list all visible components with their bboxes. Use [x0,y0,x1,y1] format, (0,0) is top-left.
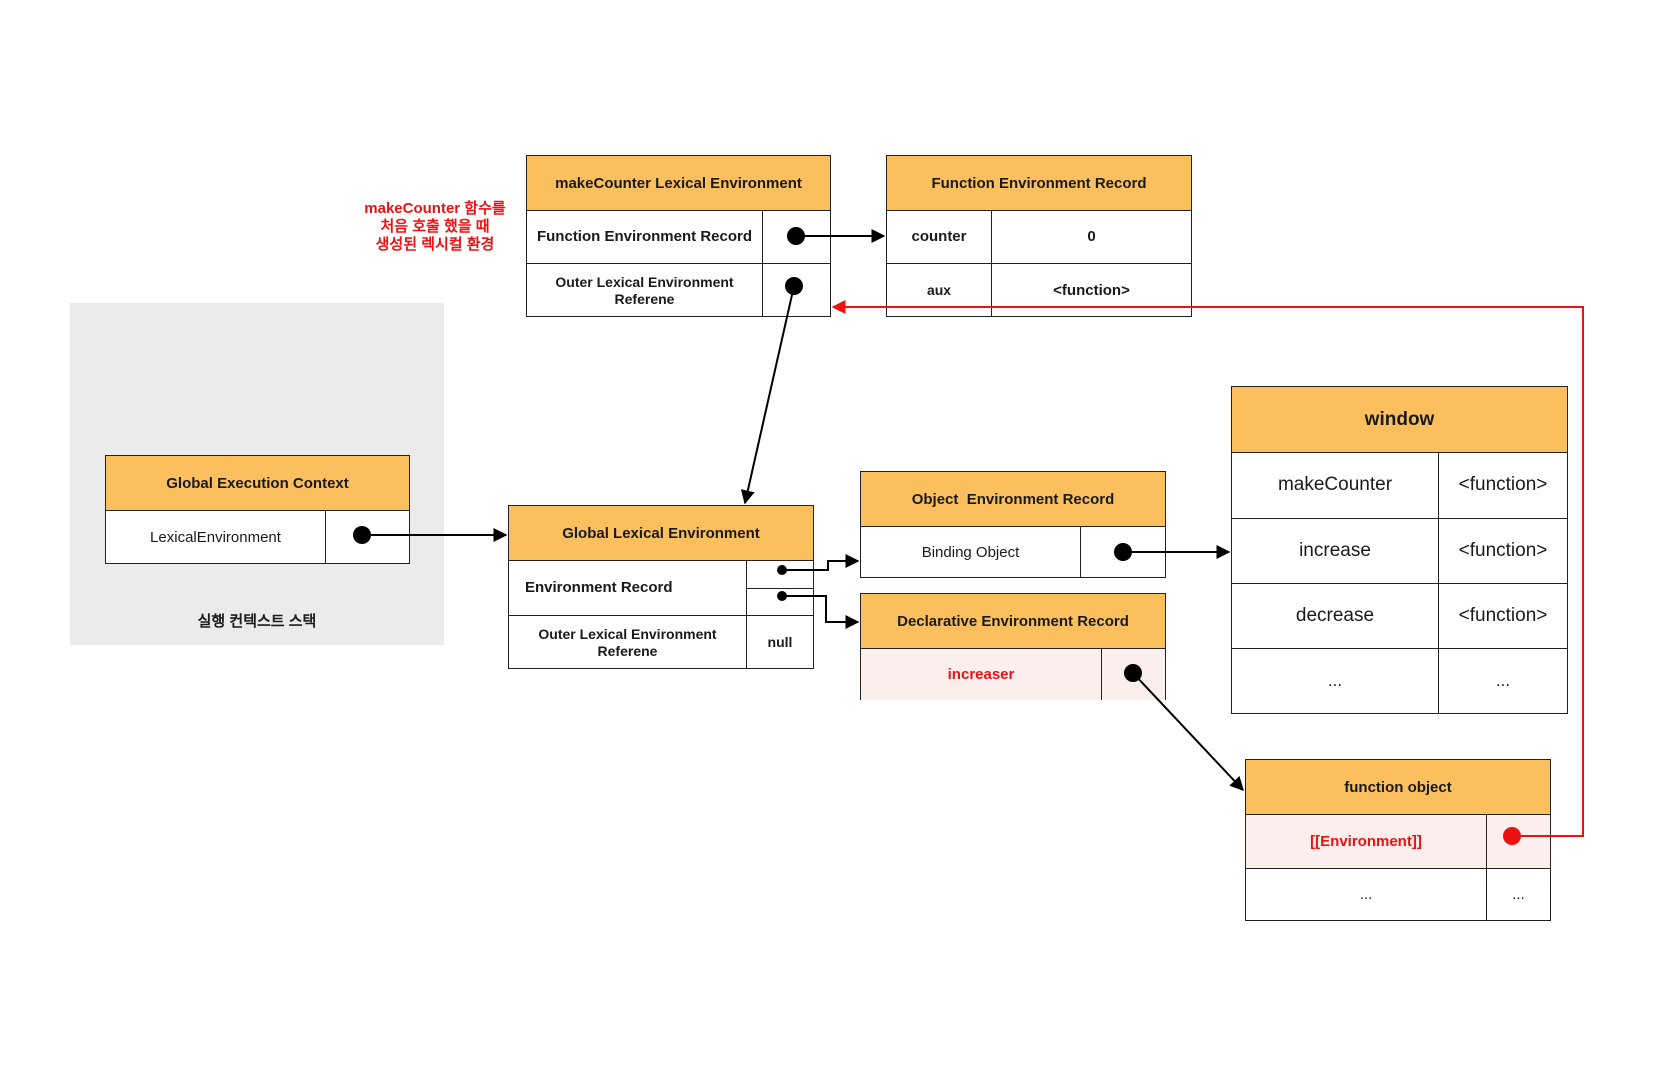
pointer-dot [787,227,805,245]
row-key: aux [926,282,952,299]
pointer-dot [1124,664,1142,682]
box-title: Declarative Environment Record [861,594,1165,649]
row-value: <function> [1438,519,1567,583]
table-row: decrease <function> [1232,584,1567,649]
pointer-cell [325,511,409,564]
window-object: window makeCounter <function> increase <… [1231,386,1568,714]
table-row: makeCounter <function> [1232,453,1567,519]
table-row: Function Environment Record [527,211,830,264]
row-key: Function Environment Record [536,228,752,245]
row-key: ... [1359,886,1373,903]
row-key: Outer Lexical Environment Referene [555,273,734,307]
outer-reference-arrow [740,285,795,505]
row-key: counter [911,228,967,245]
box-title: Function Environment Record [887,156,1191,211]
annotation-note: makeCounter 함수를 처음 호출 했을 때 생성된 렉시컬 환경 [350,200,520,254]
box-title: Object Environment Record [861,472,1165,527]
row-value: ... [1486,869,1550,921]
box-title: Global Lexical Environment [509,506,813,561]
row-value: ... [1438,649,1567,714]
pointer-dot [1503,827,1521,845]
declarative-environment-record: Declarative Environment Record increaser [860,593,1166,700]
row-value: null [746,616,813,669]
pointer-subcell [747,561,813,589]
row-key: LexicalEnvironment [150,528,281,546]
table-row: counter 0 [887,211,1191,264]
table-row: Outer Lexical Environment Referene [527,264,830,317]
global-lexical-environment: Global Lexical Environment Environment R… [508,505,814,669]
table-row: Environment Record [509,561,813,616]
annotation-line: 처음 호출 했을 때 [380,218,490,235]
table-row: aux <function> [887,264,1191,317]
row-key: decrease [1295,604,1375,626]
pointer-dot [777,565,787,575]
table-row: increaser [861,649,1165,700]
box-title: Global Execution Context [106,456,409,511]
stack-caption: 실행 컨텍스트 스택 [197,613,317,630]
row-value: <function> [1438,584,1567,648]
object-environment-record: Object Environment Record Binding Object [860,471,1166,578]
global-execution-context: Global Execution Context LexicalEnvironm… [105,455,410,564]
pointer-dot [777,591,787,601]
row-key: increase [1299,539,1371,561]
table-row: ... ... [1246,869,1550,921]
row-value: 0 [991,211,1191,263]
make-counter-lexical-environment: makeCounter Lexical Environment Function… [526,155,831,317]
table-row: Outer Lexical Environment Referene null [509,616,813,669]
table-row: increase <function> [1232,519,1567,584]
table-row: ... ... [1232,649,1567,714]
pointer-cell [746,561,813,615]
row-key: Binding Object [921,543,1020,561]
row-value: <function> [1438,453,1567,518]
pointer-dot [1114,543,1132,561]
pointer-dot [353,526,371,544]
pointer-cell [1486,815,1550,868]
row-value: <function> [991,264,1191,317]
annotation-line: makeCounter 함수를 [364,200,506,217]
pointer-dot [785,277,803,295]
table-row: LexicalEnvironment [106,511,409,564]
row-key: Outer Lexical Environment Referene [538,625,717,659]
row-key: increaser [947,665,1015,683]
annotation-line: 생성된 렉시컬 환경 [375,236,495,253]
box-title: function object [1246,760,1550,815]
row-key: ... [1327,671,1343,691]
box-title: makeCounter Lexical Environment [527,156,830,211]
box-title: window [1232,387,1567,453]
row-key: Environment Record [525,579,673,596]
function-environment-record: Function Environment Record counter 0 au… [886,155,1192,317]
pointer-cell [762,211,830,263]
row-key: makeCounter [1277,474,1393,496]
row-key: [[Environment]] [1310,832,1422,850]
